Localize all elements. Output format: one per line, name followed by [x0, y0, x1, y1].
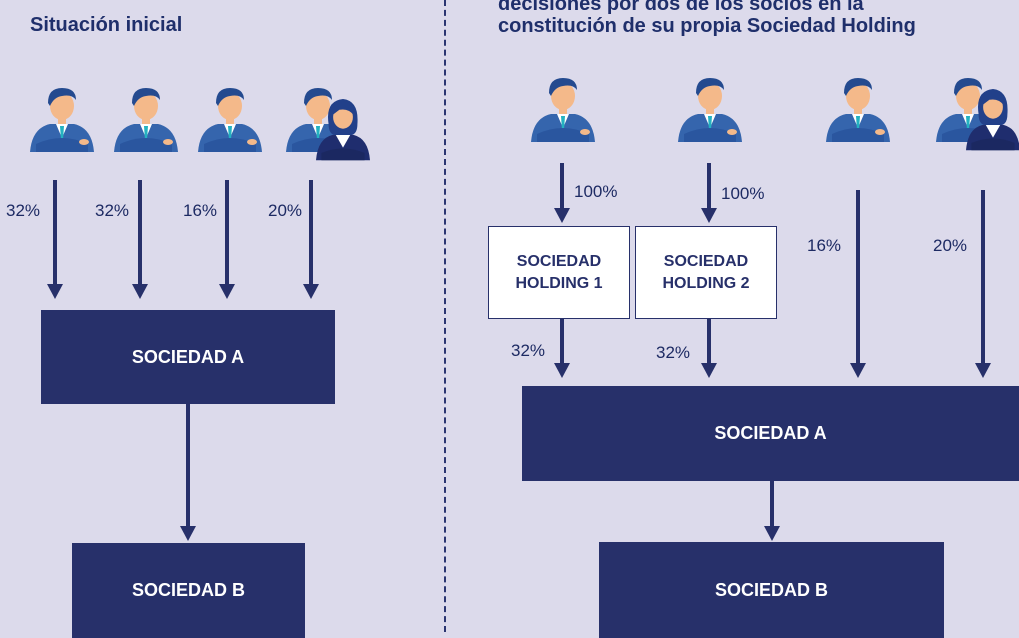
businessman-icon — [114, 88, 178, 152]
sociedad-a-label: SOCIEDAD A — [714, 423, 827, 443]
section-divider — [444, 0, 446, 632]
ownership-label: 100% — [574, 182, 618, 201]
business-couple-icon — [920, 66, 1019, 162]
business-couple-icon — [270, 76, 380, 172]
sociedad-a-label: SOCIEDAD A — [131, 346, 245, 367]
businessman-icon — [826, 78, 890, 142]
sociedad-b-box: SOCIEDAD B — [599, 542, 944, 638]
businessman-icon — [678, 78, 742, 142]
left-title: Situación inicial — [30, 14, 183, 36]
sociedad-a-box: SOCIEDAD A — [522, 386, 1019, 481]
share-label: 20% — [933, 236, 968, 255]
holding-2-line1: SOCIEDAD — [663, 252, 749, 270]
holding-1-line1: SOCIEDAD — [516, 252, 602, 270]
share-label: 16% — [183, 201, 218, 220]
sociedad-b-box: SOCIEDAD B — [72, 543, 305, 638]
sociedad-b-label: SOCIEDAD B — [131, 580, 245, 600]
holding-1-line2: HOLDING 1 — [515, 274, 603, 292]
holding-2-line2: HOLDING 2 — [662, 274, 750, 292]
sociedad-a-box: SOCIEDAD A — [41, 310, 335, 404]
share-label: 32% — [95, 201, 130, 220]
right-title-line2: constitución de su propia Sociedad Holdi… — [498, 15, 916, 37]
share-label: 20% — [268, 201, 303, 220]
businessman-icon — [198, 88, 262, 152]
sociedad-b-label: SOCIEDAD B — [714, 579, 828, 600]
share-label: 32% — [511, 341, 546, 360]
right-title-line1: decisiones por dos de los socios en la — [498, 0, 864, 15]
businessman-icon — [30, 88, 94, 152]
sociedad-holding-1-box: SOCIEDAD HOLDING 1 — [488, 226, 630, 319]
sociedad-holding-2-box: SOCIEDAD HOLDING 2 — [635, 226, 777, 319]
ownership-label: 100% — [721, 184, 765, 203]
businessman-icon — [531, 78, 595, 142]
share-label: 16% — [807, 236, 842, 255]
share-label: 32% — [6, 201, 41, 220]
share-label: 32% — [656, 343, 691, 362]
